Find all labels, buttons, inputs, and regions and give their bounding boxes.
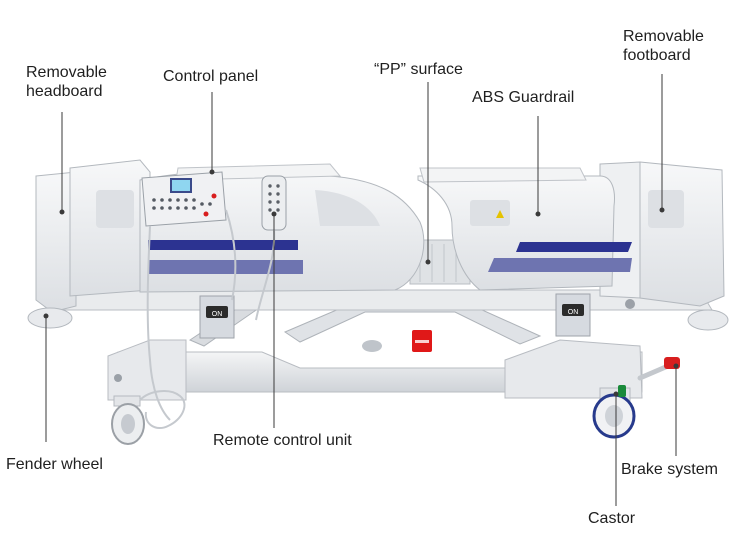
lavender-stripe-foot — [488, 258, 632, 272]
label-headboard-line1: Removable — [26, 64, 107, 81]
label-brake-system: Brake system — [621, 461, 718, 478]
on-badge-left: ON — [212, 311, 223, 318]
label-footboard-line1: Removable — [623, 28, 704, 45]
control-panel-device — [141, 171, 227, 227]
navy-stripe-foot — [516, 242, 632, 252]
label-castor: Castor — [588, 510, 636, 527]
label-control-panel: Control panel — [163, 68, 259, 85]
fender-wheel-graphic — [111, 395, 145, 445]
label-headboard-line2: headboard — [26, 83, 103, 100]
castor-wheel-graphic — [592, 385, 636, 439]
navy-stripe-head — [148, 240, 298, 250]
on-badge-right: ON — [568, 309, 579, 316]
label-fender-wheel: Fender wheel — [6, 456, 103, 473]
label-remote-control-unit: Remote control unit — [213, 432, 352, 449]
cables — [139, 209, 237, 430]
label-pp-surface: “PP” surface — [374, 61, 463, 78]
actuators — [199, 293, 591, 339]
lavender-stripe-head — [148, 260, 303, 274]
leader-lines — [45, 74, 677, 506]
label-removable-footboard: Removable footboard — [623, 27, 704, 65]
label-footboard-line2: footboard — [623, 47, 691, 64]
label-removable-headboard: Removable headboard — [26, 63, 107, 101]
foot-guardrail-graphic — [417, 167, 632, 291]
headboard-graphic — [27, 159, 151, 329]
label-abs-guardrail: ABS Guardrail — [472, 89, 575, 106]
leader-dots — [43, 169, 679, 397]
